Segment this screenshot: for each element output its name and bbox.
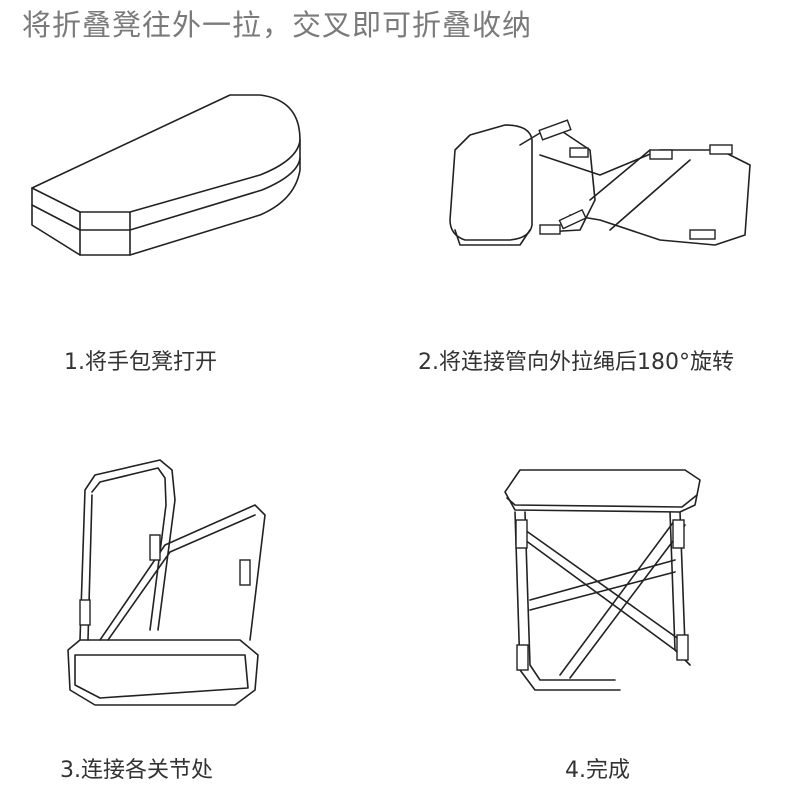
step-2-caption: 2.将连接管向外拉绳后180°旋转 <box>418 350 734 375</box>
step-4-completed-stool-illustration <box>504 469 701 691</box>
step-3-connecting-joints-illustration <box>67 459 266 706</box>
step-3-caption: 3.连接各关节处 <box>60 758 213 783</box>
step-1-folded-bag-illustration <box>31 94 301 256</box>
instruction-title: 将折叠凳往外一拉，交叉即可折叠收纳 <box>22 8 533 42</box>
step-1-caption: 1.将手包凳打开 <box>64 350 217 375</box>
step-4-caption: 4.完成 <box>565 758 630 783</box>
step-2-unfolding-illustration <box>449 119 751 246</box>
